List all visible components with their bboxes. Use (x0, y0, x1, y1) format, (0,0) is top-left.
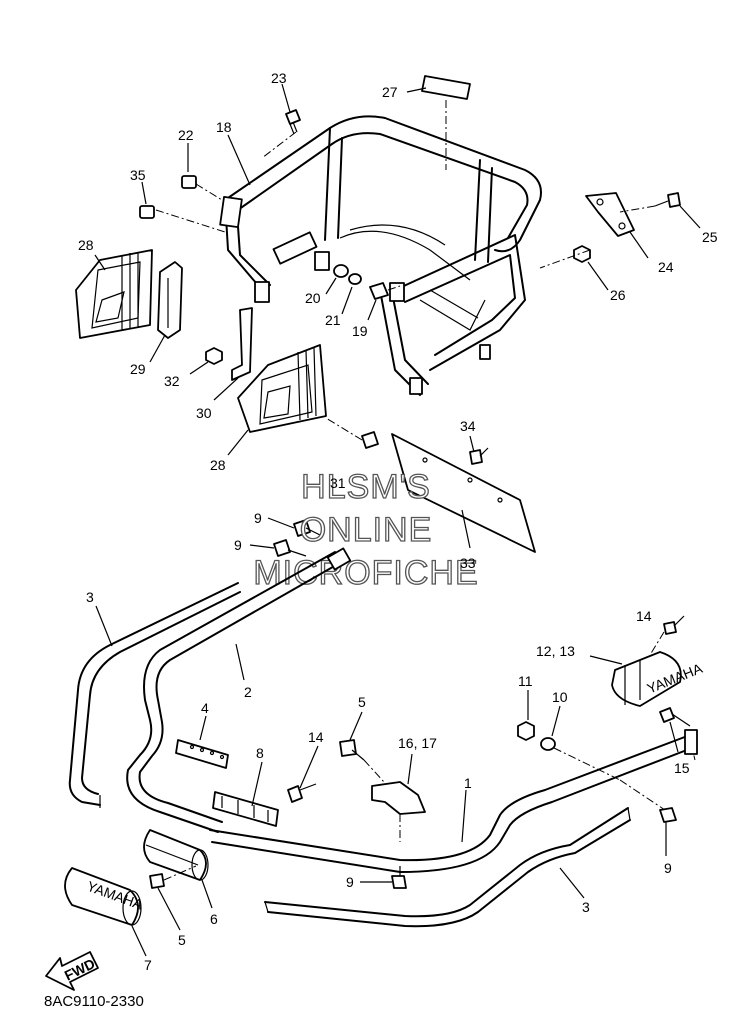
callout-22: 22 (178, 127, 194, 143)
callout-7: 7 (144, 957, 152, 973)
callout-32: 32 (164, 373, 180, 389)
callout-21: 21 (325, 312, 341, 328)
screw-34 (469, 447, 489, 465)
fwd-label: FWD (62, 955, 98, 983)
rear-carrier-rack (219, 115, 542, 396)
callout-1: 1 (464, 775, 472, 791)
callout-28-upper: 28 (78, 237, 94, 253)
bolt-9-upper-a (267, 517, 323, 537)
side-cover-28-upper (75, 249, 153, 339)
callout-3-upper: 3 (86, 589, 94, 605)
callout-14-right: 14 (636, 608, 652, 624)
callout-15: 15 (674, 760, 690, 776)
nut-11 (517, 721, 535, 741)
watermark: HLSM'S ONLINE MICROFICHE (253, 467, 479, 592)
callout-12-13: 12, 13 (536, 643, 575, 659)
callout-10: 10 (552, 689, 568, 705)
callout-9-upper-b: 9 (234, 537, 242, 553)
side-guard-3-lower (264, 807, 631, 928)
bolt-19 (369, 282, 401, 300)
callout-16-17: 16, 17 (398, 735, 437, 751)
guard-frame-2 (126, 547, 352, 833)
nut-26 (539, 245, 591, 269)
bolt-5-lower (149, 865, 197, 889)
callout-3-lower: 3 (582, 899, 590, 915)
callout-30: 30 (196, 405, 212, 421)
callout-labels: 23 27 18 22 35 28 24 25 26 20 21 19 29 3… (78, 70, 718, 973)
callout-24: 24 (658, 259, 674, 275)
watermark-line-3: MICROFICHE (253, 554, 478, 592)
bolt-15 (659, 707, 691, 727)
bracket-8 (212, 791, 279, 827)
callout-20: 20 (305, 290, 321, 306)
callout-18: 18 (216, 119, 232, 135)
nut-35 (139, 205, 226, 233)
forward-arrow-icon: FWD (45, 951, 99, 991)
leader-lines-lower (95, 605, 679, 957)
callout-5-upper: 5 (358, 694, 366, 710)
leader-lines-upper (94, 83, 701, 549)
callout-8: 8 (256, 745, 264, 761)
callout-2: 2 (244, 684, 252, 700)
callout-31: 31 (330, 475, 346, 491)
damper-6 (143, 829, 209, 881)
clamp-12-13: YAMAHA (611, 651, 705, 707)
washer-21 (348, 273, 362, 285)
callout-6: 6 (210, 911, 218, 927)
bolt-31 (325, 417, 379, 449)
stay-29 (157, 261, 183, 339)
caution-label-sticker (421, 75, 471, 100)
bolt-14-middle (287, 783, 317, 803)
callout-23: 23 (271, 70, 287, 86)
callout-26: 26 (610, 287, 626, 303)
grip-cover-7: YAMAHA (64, 867, 146, 926)
callout-5-lower: 5 (178, 932, 186, 948)
diagram-code: 8AC9110-2330 (44, 993, 144, 1010)
callout-29: 29 (130, 361, 146, 377)
washer-20 (333, 264, 349, 278)
nut-22 (181, 175, 223, 201)
callout-14-middle: 14 (308, 729, 324, 745)
spacer-4 (175, 739, 229, 769)
bolt-14-right (649, 615, 685, 656)
watermark-line-1: HLSM'S (301, 468, 431, 506)
watermark-line-2: ONLINE (300, 511, 433, 549)
stay-30 (231, 307, 253, 381)
callout-27: 27 (382, 84, 398, 100)
nut-32 (205, 347, 223, 365)
rear-plate-33 (391, 433, 536, 553)
callout-9-lower-right: 9 (664, 860, 672, 876)
callout-19: 19 (352, 323, 368, 339)
bolt-5-upper (339, 739, 385, 783)
callout-25: 25 (702, 229, 718, 245)
side-cover-28-lower (237, 344, 327, 433)
callout-11: 11 (518, 673, 533, 689)
bolt-9-lower-center (360, 866, 407, 889)
callout-33: 33 (460, 555, 476, 571)
callout-9-lower-center: 9 (346, 874, 354, 890)
bolt-25 (619, 192, 681, 213)
bolt-23 (261, 109, 301, 159)
washer-10 (540, 737, 556, 751)
callout-4: 4 (201, 700, 209, 716)
bracket-24 (585, 192, 635, 237)
callout-28-lower: 28 (210, 457, 226, 473)
callout-35: 35 (130, 167, 146, 183)
bracket-16-17 (371, 781, 426, 842)
callout-34: 34 (460, 418, 476, 434)
bolt-9-upper-b (249, 539, 307, 557)
side-guard-1 (209, 729, 698, 873)
callout-9-upper-a: 9 (254, 510, 262, 526)
bolt-9-lower-right (659, 807, 677, 823)
side-guard-3-left (68, 582, 241, 808)
